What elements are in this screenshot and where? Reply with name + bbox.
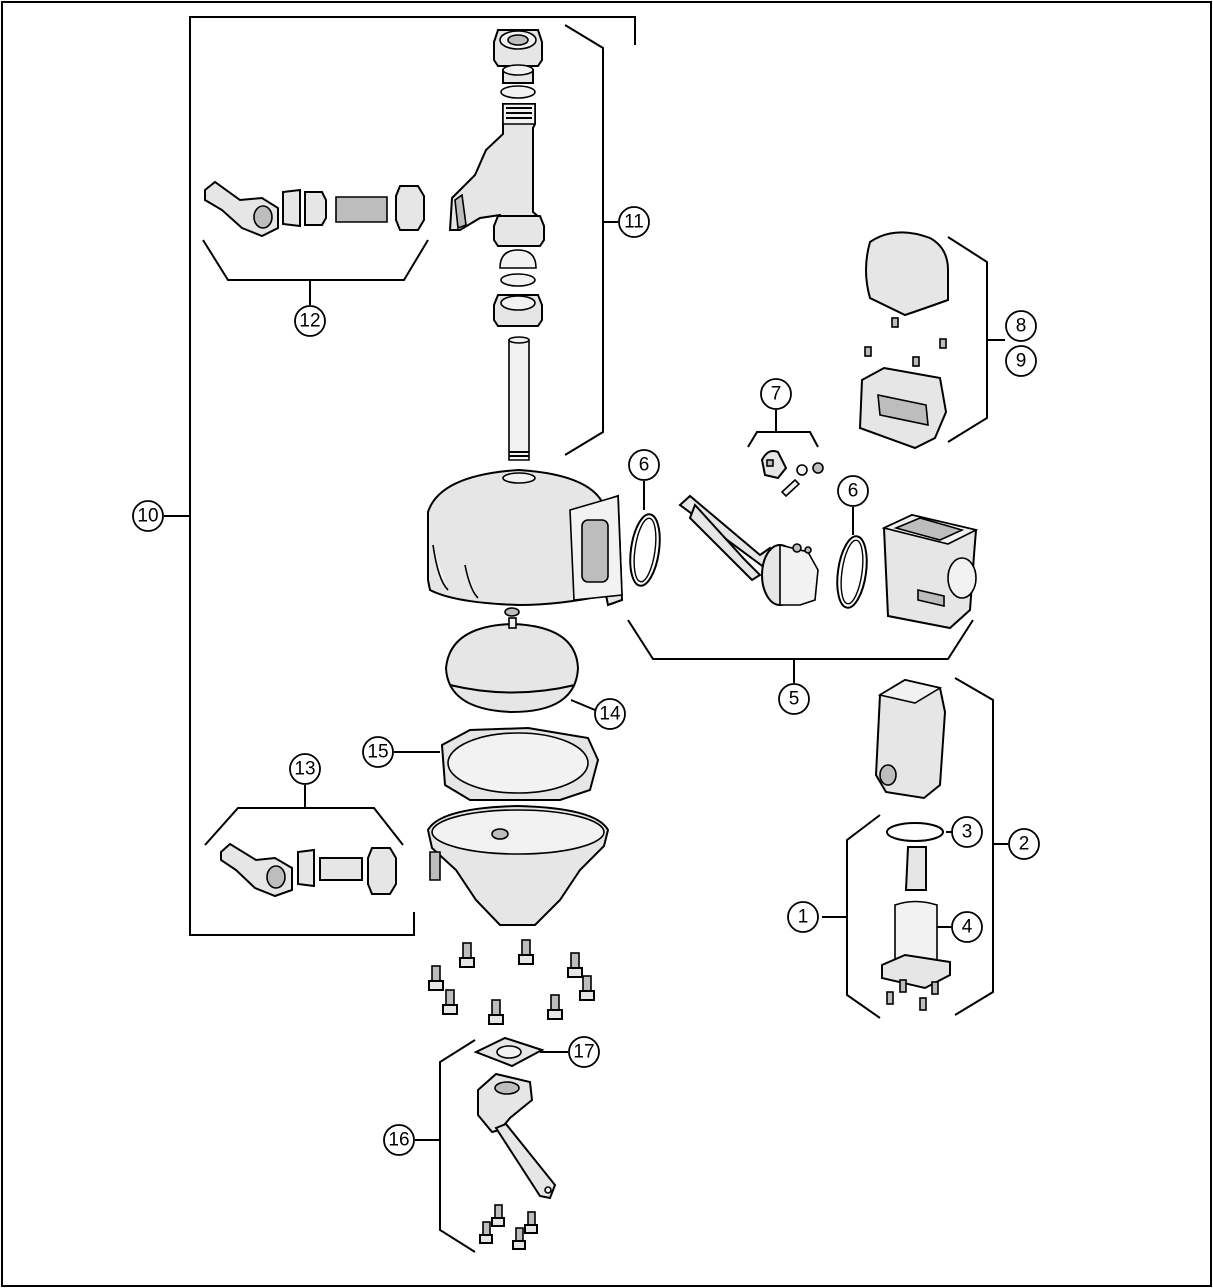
callout-7: 7 <box>760 378 792 410</box>
bracket-10 <box>189 16 636 936</box>
cover-hood <box>865 231 949 317</box>
washer-top <box>500 85 536 99</box>
gasket-left <box>629 513 661 587</box>
svg-text:6: 6 <box>848 481 859 502</box>
svg-text:7: 7 <box>771 384 782 405</box>
callout-17: 17 <box>568 1036 600 1068</box>
bracket-7 <box>747 431 819 448</box>
svg-text:14: 14 <box>599 704 621 725</box>
svg-text:5: 5 <box>789 689 800 710</box>
coupling-nut-13 <box>367 847 397 895</box>
lower-bowl <box>426 804 610 926</box>
union-nut-bottom <box>493 294 543 327</box>
upper-housing <box>427 468 624 607</box>
hex-fitting-13 <box>319 857 363 881</box>
svg-text:6: 6 <box>639 455 650 476</box>
svg-text:12: 12 <box>299 311 320 332</box>
callout-6a: 6 <box>628 449 660 481</box>
bracket-1 <box>846 814 881 1019</box>
svg-text:3: 3 <box>962 822 973 843</box>
bracket-5 <box>627 619 974 660</box>
dome-check <box>499 249 537 269</box>
inlet-fitting-parts-13 <box>220 842 397 898</box>
callout-1: 1 <box>787 901 819 933</box>
y-strainer-body <box>448 103 541 231</box>
callout-2: 2 <box>1008 828 1040 860</box>
bracket-11 <box>564 24 604 456</box>
pipe-nipple-12 <box>335 196 388 223</box>
callout-12: 12 <box>294 305 326 337</box>
float-ball <box>444 617 580 714</box>
union-nut-top <box>493 29 543 67</box>
svg-text:2: 2 <box>1019 834 1030 855</box>
callout-8: 8 <box>1005 310 1037 342</box>
callout-9: 9 <box>1005 345 1037 377</box>
strainer-base <box>881 953 951 990</box>
drain-valve-handle <box>494 1122 557 1200</box>
screen-basket <box>894 900 938 965</box>
strainer-bolts <box>886 979 939 1011</box>
union-nut-middle <box>493 215 545 247</box>
svg-text:9: 9 <box>1016 351 1027 372</box>
svg-text:15: 15 <box>367 742 388 763</box>
callouts: 1 2 3 4 5 6 6 7 8 9 10 11 12 13 14 15 16… <box>132 206 1040 1156</box>
bracket-16 <box>439 1039 476 1253</box>
switch-housing <box>881 513 979 630</box>
cover-screws <box>864 317 947 367</box>
strainer-stem <box>904 846 927 891</box>
float-arm <box>678 494 819 606</box>
leader-14 <box>570 699 596 711</box>
callout-15: 15 <box>362 736 394 768</box>
drain-valve-parts <box>473 1036 557 1200</box>
svg-text:16: 16 <box>388 1130 409 1151</box>
o-ring <box>886 822 944 842</box>
tailpiece <box>502 64 534 84</box>
svg-text:10: 10 <box>137 506 158 527</box>
svg-text:1: 1 <box>798 907 809 928</box>
riser-pipe <box>508 336 530 461</box>
svg-text:11: 11 <box>624 212 644 233</box>
gasket-right <box>836 535 868 609</box>
bracket-12 <box>202 239 429 281</box>
callout-11: 11 <box>618 206 650 238</box>
cover-parts <box>858 231 949 450</box>
riser-assembly-parts <box>448 29 545 461</box>
callout-4: 4 <box>951 911 983 943</box>
threaded-nipple-12a <box>282 188 301 228</box>
hex-nipple-12 <box>304 191 327 226</box>
callout-13: 13 <box>289 753 321 785</box>
flange-bolts <box>428 939 595 1025</box>
bracket-lines <box>164 16 1008 1253</box>
svg-text:17: 17 <box>573 1042 594 1063</box>
strainer-assembly <box>874 678 951 1011</box>
bracket-13 <box>204 807 404 846</box>
switch-parts <box>760 450 824 498</box>
svg-text:13: 13 <box>294 759 315 780</box>
coupling-nut-12 <box>395 185 425 231</box>
callout-16: 16 <box>383 1124 415 1156</box>
threaded-nipple-13 <box>297 848 315 888</box>
svg-text:8: 8 <box>1016 316 1027 337</box>
washer-bottom <box>500 273 536 287</box>
nut-small <box>504 607 520 617</box>
callout-6b: 6 <box>837 475 869 507</box>
svg-text:4: 4 <box>962 917 973 938</box>
callout-5: 5 <box>778 683 810 715</box>
housing-gasket <box>440 726 600 801</box>
callout-3: 3 <box>951 816 983 848</box>
bracket-8-9 <box>947 236 988 443</box>
bracket-2 <box>954 677 994 1016</box>
callout-14: 14 <box>594 698 626 730</box>
callout-10: 10 <box>132 500 164 532</box>
inlet-fitting-parts-12 <box>204 180 425 238</box>
drain-valve-bolts <box>479 1204 538 1250</box>
